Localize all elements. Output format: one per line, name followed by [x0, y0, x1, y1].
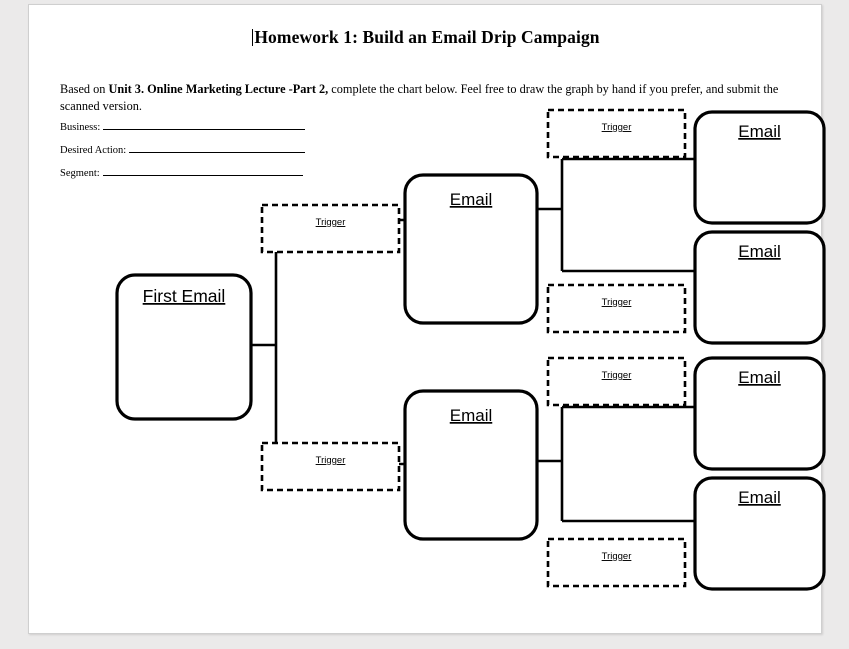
text-caret — [252, 29, 254, 46]
trigger-label: Trigger — [316, 455, 346, 466]
field-segment: Segment: — [60, 165, 380, 188]
trigger-node-1[interactable]: Trigger — [260, 203, 401, 254]
field-business-input[interactable] — [103, 119, 306, 130]
intro-prefix: Based on — [60, 82, 109, 97]
node-box-outline — [115, 273, 253, 421]
trigger-node-2[interactable]: Trigger — [260, 441, 401, 492]
trigger-node-6[interactable]: Trigger — [546, 537, 687, 588]
trigger-box-outline — [546, 537, 687, 588]
node-email-stage3-3[interactable]: Email — [693, 356, 826, 471]
node-email-stage3-4[interactable]: Email — [693, 476, 826, 591]
field-desired-action: Desired Action: — [60, 142, 380, 165]
trigger-box-outline — [260, 441, 401, 492]
trigger-node-5[interactable]: Trigger — [546, 356, 687, 407]
trigger-label: Trigger — [602, 370, 632, 381]
field-segment-input[interactable] — [102, 165, 303, 176]
node-box-outline — [693, 110, 826, 225]
node-label: Email — [738, 242, 781, 261]
intro-bold: Unit 3. Online Marketing Lecture -Part 2… — [108, 82, 329, 97]
node-box-outline — [693, 476, 826, 591]
intro-paragraph: Based on Unit 3. Online Marketing Lectur… — [60, 81, 795, 114]
trigger-node-4[interactable]: Trigger — [546, 283, 687, 334]
node-label: Email — [450, 406, 493, 425]
node-email-stage3-1[interactable]: Email — [693, 110, 826, 225]
connector-root-to-stage2 — [251, 218, 405, 466]
trigger-label: Trigger — [602, 297, 632, 308]
node-label: Email — [738, 122, 781, 141]
connector-stage2-top-to-stage3 — [537, 157, 696, 273]
trigger-box-outline — [546, 283, 687, 334]
node-box-outline — [693, 230, 826, 345]
node-label: Email — [738, 488, 781, 507]
fields-block: Business: Desired Action: Segment: — [60, 119, 380, 188]
trigger-node-3[interactable]: Trigger — [546, 108, 687, 159]
page-title-text: Homework 1: Build an Email Drip Campaign — [254, 27, 600, 47]
node-email-stage2-2[interactable]: Email — [403, 389, 539, 541]
intro-suffix: complete the chart below. Feel free to d… — [60, 82, 779, 113]
trigger-box-outline — [260, 203, 401, 254]
node-box-outline — [403, 173, 539, 325]
node-first-email[interactable]: First Email — [115, 273, 253, 421]
document-sheet: Homework 1: Build an Email Drip Campaign… — [28, 4, 826, 634]
node-box-outline — [403, 389, 539, 541]
trigger-box-outline — [546, 108, 687, 159]
field-desired-action-input[interactable] — [129, 142, 306, 153]
field-business-label: Business: — [60, 122, 101, 133]
page-title: Homework 1: Build an Email Drip Campaign — [29, 27, 823, 48]
node-box-outline — [693, 356, 826, 471]
field-desired-action-label: Desired Action: — [60, 145, 127, 156]
trigger-label: Trigger — [316, 217, 346, 228]
node-label: Email — [450, 190, 493, 209]
trigger-label: Trigger — [602, 122, 632, 133]
connector-stage2-bottom-to-stage3 — [537, 405, 696, 523]
node-email-stage2-1[interactable]: Email — [403, 173, 539, 325]
trigger-box-outline — [546, 356, 687, 407]
node-label: First Email — [143, 286, 226, 306]
field-business: Business: — [60, 119, 380, 142]
trigger-label: Trigger — [602, 551, 632, 562]
node-label: Email — [738, 368, 781, 387]
field-segment-label: Segment: — [60, 168, 100, 179]
node-email-stage3-2[interactable]: Email — [693, 230, 826, 345]
